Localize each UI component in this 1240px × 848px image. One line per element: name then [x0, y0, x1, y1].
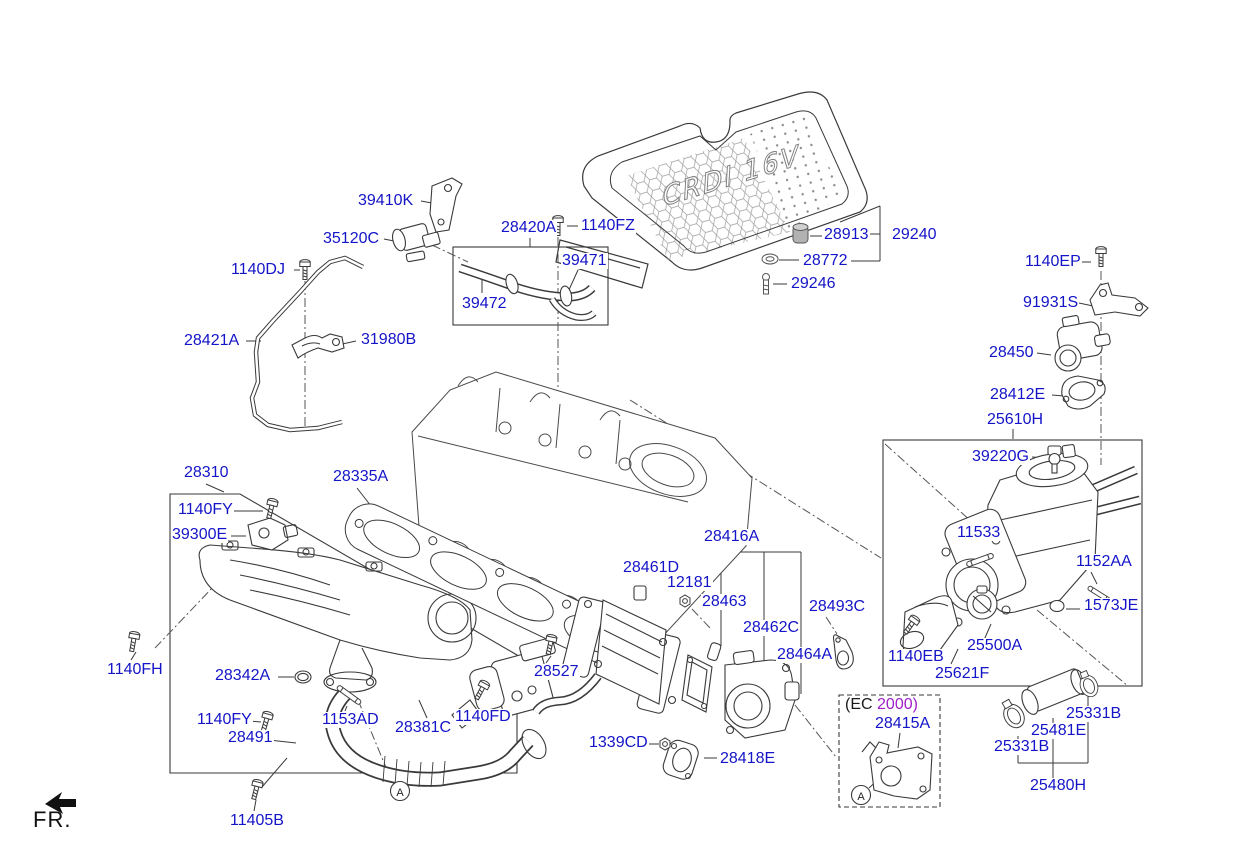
- top-left-parts: [249, 177, 597, 433]
- part-label-1339CD: 1339CD: [588, 734, 649, 751]
- part-label-28412E: 28412E: [989, 386, 1047, 403]
- part-label-1573JE: 1573JE: [1083, 597, 1140, 614]
- part-label-28463: 28463: [701, 593, 748, 610]
- part-label-28335A: 28335A: [332, 468, 390, 485]
- part-label-39220G: 39220G: [971, 448, 1030, 465]
- part-label-28416A: 28416A: [703, 528, 761, 545]
- part-label-28450: 28450: [988, 344, 1035, 361]
- part-label-28491: 28491: [227, 729, 274, 746]
- part-label-28464A: 28464A: [776, 646, 834, 663]
- ec2000-prefix: (EC: [845, 696, 873, 713]
- part-label-28310: 28310: [183, 464, 230, 481]
- part-label-28913: 28913: [823, 226, 870, 243]
- part-label-25621F: 25621F: [934, 665, 991, 682]
- ec2000-note: (EC 2000): [844, 697, 919, 713]
- ec2000-year: 2000): [877, 696, 918, 713]
- part-label-28527: 28527: [533, 663, 580, 680]
- part-label-39472: 39472: [461, 295, 508, 312]
- box-ec2000: [838, 694, 941, 808]
- thermostat-housing-drawing: [899, 444, 1142, 656]
- callout-a-right: A: [857, 791, 865, 803]
- part-label-39300E: 39300E: [171, 526, 229, 543]
- box-25610H: [882, 439, 1143, 687]
- part-label-1140EP: 1140EP: [1024, 253, 1082, 270]
- part-label-29246: 29246: [790, 275, 837, 292]
- part-label-11533: 11533: [956, 524, 1002, 541]
- part-label-1140FD: 1140FD: [454, 708, 512, 725]
- ec2000-bracket-drawing: [861, 741, 933, 800]
- part-label-28381C: 28381C: [394, 719, 453, 736]
- right-column-parts: [1054, 282, 1149, 410]
- part-label-1140EB: 1140EB: [887, 648, 945, 665]
- part-label-39410K: 39410K: [357, 192, 415, 209]
- part-label-28415A: 28415A: [874, 715, 932, 732]
- part-label-25331B-left: 25331B: [993, 738, 1051, 755]
- front-direction-label: FR.: [33, 807, 72, 832]
- part-label-25500A: 25500A: [966, 637, 1024, 654]
- part-label-1140FY-lower: 1140FY: [196, 711, 253, 728]
- map-sensor-drawing: [247, 517, 299, 551]
- part-label-28462C: 28462C: [742, 619, 801, 636]
- part-label-25610H: 25610H: [986, 411, 1045, 428]
- cover-mount-parts: [761, 223, 809, 295]
- part-label-25480H: 25480H: [1029, 777, 1088, 794]
- part-label-1152AA: 1152AA: [1075, 553, 1133, 570]
- part-label-1140DJ: 1140DJ: [230, 261, 286, 278]
- part-label-28772: 28772: [802, 252, 849, 269]
- front-direction-arrow-icon: [45, 792, 76, 814]
- egr-cooler-drawing: [532, 585, 854, 780]
- water-temp-sensor-drawing: [1047, 445, 1062, 474]
- part-label-31980B: 31980B: [360, 331, 418, 348]
- part-label-25331B-right: 25331B: [1065, 705, 1123, 722]
- part-label-12181: 12181: [666, 574, 713, 591]
- intake-manifold-drawing: [198, 517, 556, 788]
- part-label-28418E: 28418E: [719, 750, 777, 767]
- part-label-28342A: 28342A: [214, 667, 272, 684]
- part-label-29240: 29240: [891, 226, 938, 243]
- part-label-28420A: 28420A: [500, 219, 558, 236]
- part-label-35120C: 35120C: [322, 230, 381, 247]
- water-hose-drawing: [996, 668, 1102, 732]
- part-label-39471: 39471: [561, 252, 608, 269]
- part-label-28461D: 28461D: [622, 559, 681, 576]
- part-label-1140FZ: 1140FZ: [580, 217, 636, 234]
- callout-a-markers: A A: [389, 780, 872, 806]
- part-label-1140FY-upper: 1140FY: [177, 501, 234, 518]
- part-label-28421A: 28421A: [183, 332, 241, 349]
- part-label-1140FH: 1140FH: [106, 661, 164, 678]
- part-label-11405B: 11405B: [229, 812, 285, 829]
- part-label-28493C: 28493C: [808, 598, 867, 615]
- part-label-25481E: 25481E: [1030, 722, 1088, 739]
- part-label-91931S: 91931S: [1022, 294, 1080, 311]
- callout-a-left: A: [396, 787, 404, 799]
- part-label-1153AD: 1153AD: [321, 711, 380, 728]
